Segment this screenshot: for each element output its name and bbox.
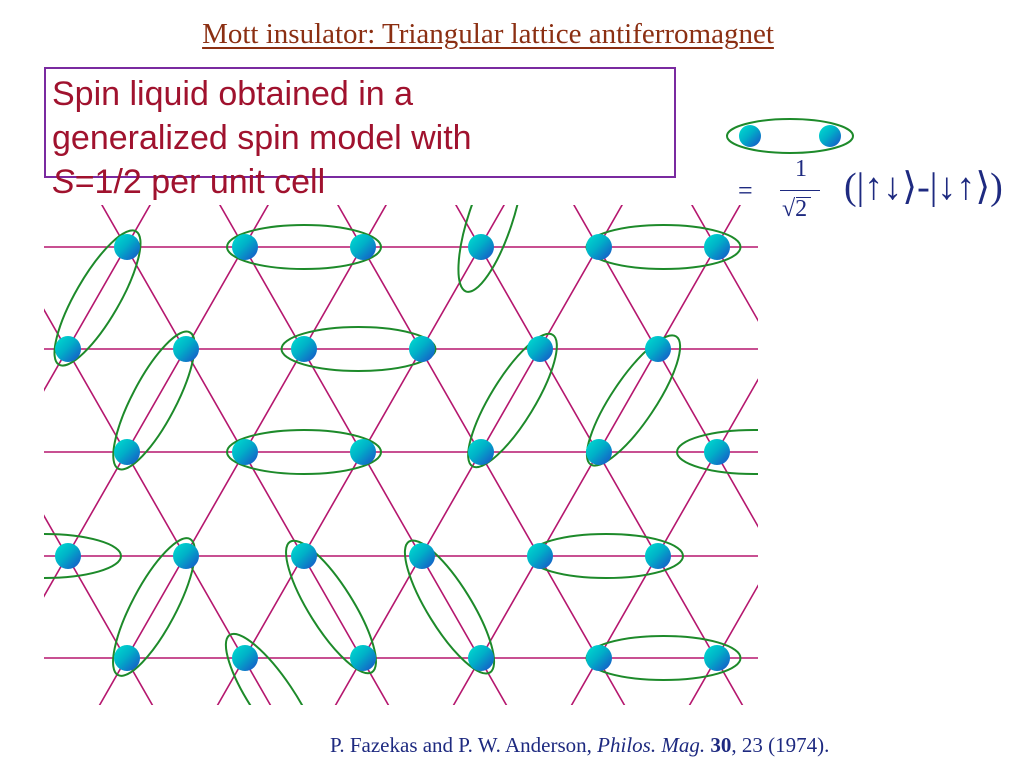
lattice-site	[527, 336, 553, 362]
lattice-site	[350, 234, 376, 260]
lattice-site	[527, 543, 553, 569]
diagonal-bond	[0, 200, 35, 710]
diagonal-bond	[805, 200, 1024, 710]
singlet-legend-site	[739, 125, 761, 147]
singlet-ellipse	[224, 632, 321, 705]
lattice-site	[645, 543, 671, 569]
lattice-site	[232, 234, 258, 260]
singlet-state: (|↑↓⟩-|↓↑⟩)	[844, 166, 1003, 208]
singlet-ellipse	[53, 229, 142, 367]
lattice-site	[586, 645, 612, 671]
lattice-site	[704, 234, 730, 260]
equals-sign: =	[738, 176, 753, 205]
singlet-ellipse	[467, 332, 558, 469]
diagonal-bond	[44, 205, 151, 392]
info-line-3-rest: =1/2 per unit cell	[74, 163, 326, 201]
lattice-site	[173, 336, 199, 362]
radicand: 2	[795, 196, 808, 222]
singlet-legend	[726, 118, 854, 154]
lattice-site	[586, 439, 612, 465]
page-title: Mott insulator: Triangular lattice antif…	[202, 18, 774, 50]
lattice-site	[586, 234, 612, 260]
singlet-ellipse	[280, 326, 437, 372]
info-line-2: generalized spin model with	[52, 119, 472, 157]
diagonal-bond	[691, 205, 758, 322]
lattice-site	[409, 336, 435, 362]
citation-journal: Philos. Mag.	[597, 733, 706, 757]
lattice-site	[291, 543, 317, 569]
singlet-ellipse	[44, 533, 122, 579]
lattice-site	[704, 439, 730, 465]
diagonal-bond	[923, 200, 1024, 710]
citation-volume: 30	[710, 733, 732, 757]
lattice-site	[291, 336, 317, 362]
singlet-ellipse	[585, 334, 682, 467]
lattice-site	[704, 645, 730, 671]
info-line-1: Spin liquid obtained in a	[52, 75, 414, 113]
singlet-formula: = 1 √2 (|↑↓⟩-|↓↑⟩)	[738, 156, 1018, 242]
singlet-legend-ellipse	[726, 118, 854, 154]
lattice-site	[350, 645, 376, 671]
lattice-site	[468, 439, 494, 465]
singlet-ellipse	[285, 539, 377, 675]
diagonal-bond	[44, 514, 154, 705]
diagonal-bond	[0, 200, 37, 710]
diagonal-bond	[925, 200, 1024, 710]
radical-sign: √	[782, 196, 796, 222]
lattice-site	[114, 234, 140, 260]
singlet-ellipse	[226, 224, 382, 270]
singlet-legend-site	[819, 125, 841, 147]
singlet-ellipse	[226, 429, 382, 475]
lattice-site	[232, 439, 258, 465]
info-line-3: S=1/2 per unit cell	[52, 160, 752, 204]
lattice-site	[409, 543, 435, 569]
lattice-site	[114, 645, 140, 671]
singlet-ellipse	[112, 537, 196, 677]
lattice-site	[645, 336, 671, 362]
diagonal-bond	[688, 584, 758, 705]
info-text: Spin liquid obtained in a generalized sp…	[52, 72, 752, 204]
lattice-site	[55, 543, 81, 569]
singlet-ellipse	[676, 429, 758, 475]
fraction-denominator: √2	[782, 196, 811, 223]
fraction-numerator: 1	[795, 156, 807, 182]
citation-authors: P. Fazekas and P. W. Anderson,	[330, 733, 598, 757]
citation-pages-year: , 23 (1974).	[731, 733, 830, 757]
singlet-ellipse	[112, 330, 196, 471]
info-box	[44, 67, 676, 178]
lattice-site	[468, 234, 494, 260]
lattice-site	[173, 543, 199, 569]
lattice-site	[468, 645, 494, 671]
citation: P. Fazekas and P. W. Anderson, Philos. M…	[330, 733, 829, 758]
singlet-ellipse	[457, 205, 524, 293]
lattice-site	[55, 336, 81, 362]
lattice-site	[232, 645, 258, 671]
lattice-site	[350, 439, 376, 465]
diagonal-bond	[807, 200, 1024, 710]
lattice-site	[114, 439, 140, 465]
singlet-ellipse	[403, 539, 496, 675]
fraction-bar	[780, 190, 820, 191]
spin-symbol: S	[52, 163, 75, 201]
